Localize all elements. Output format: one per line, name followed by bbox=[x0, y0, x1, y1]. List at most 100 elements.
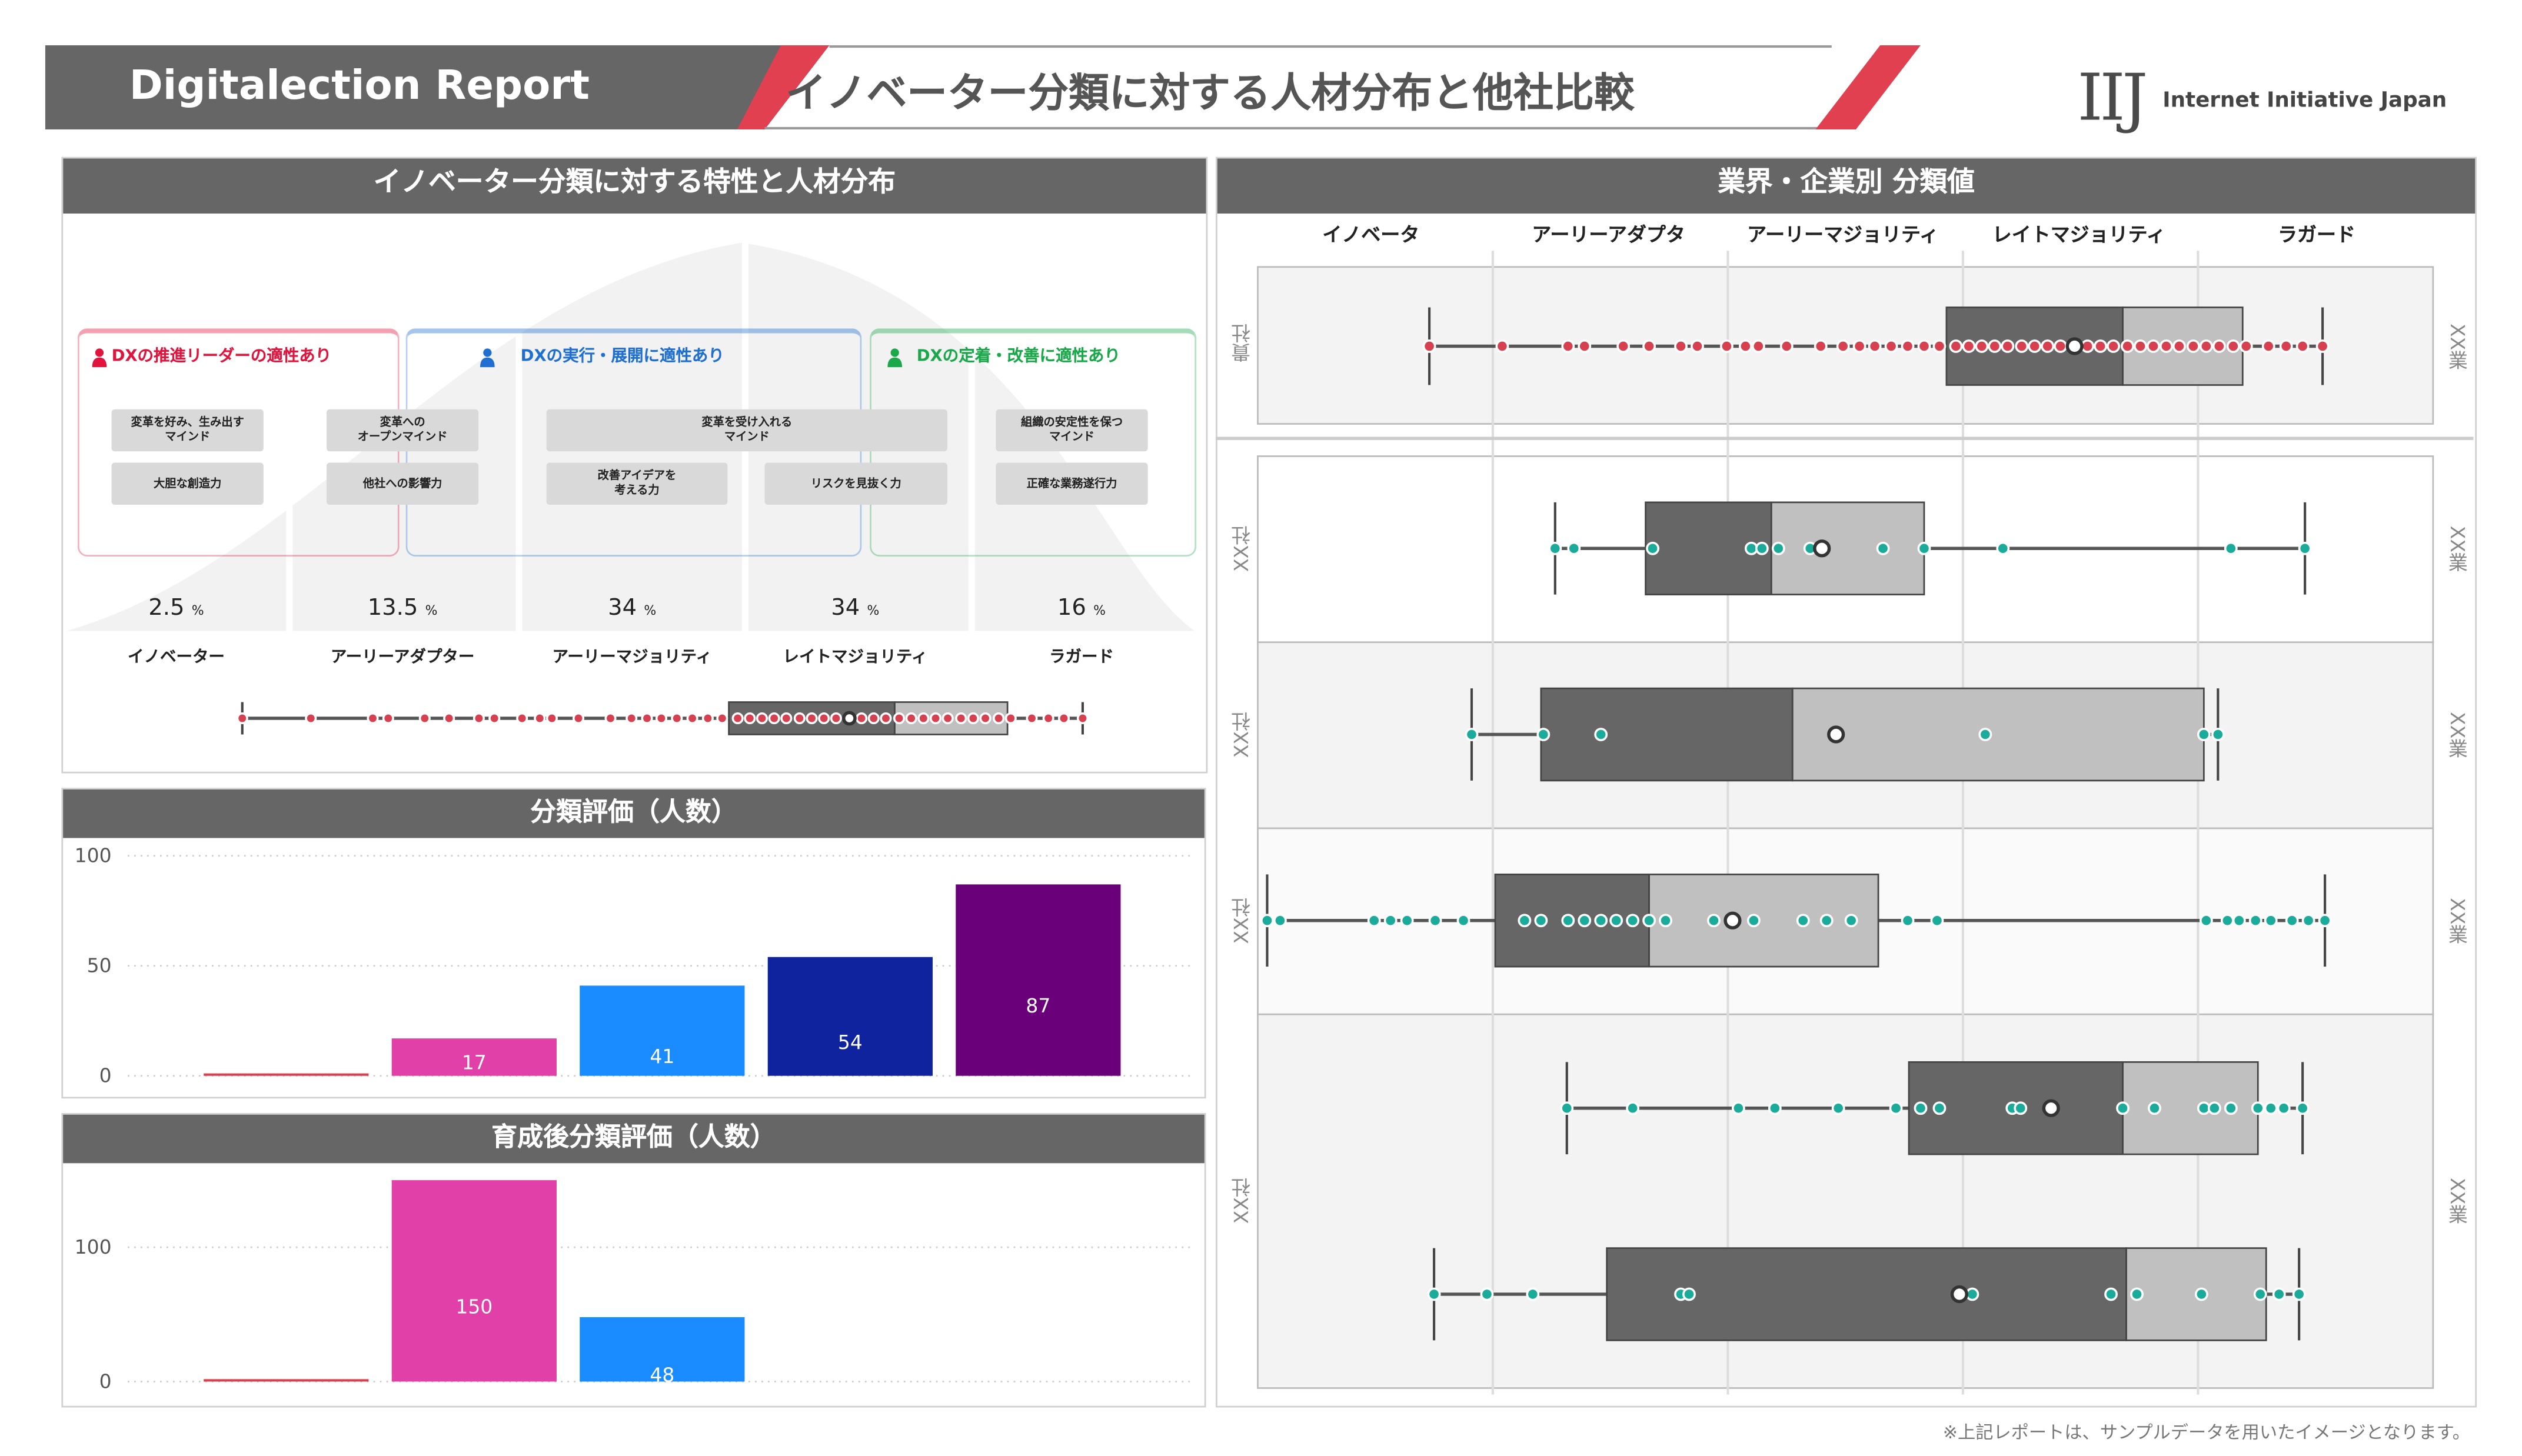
trait-chip: 正確な業務遂行力 bbox=[996, 462, 1148, 505]
segment-percent: 16 % bbox=[984, 595, 1179, 621]
bar bbox=[204, 1379, 369, 1382]
data-point bbox=[955, 712, 967, 725]
data-point bbox=[236, 712, 248, 725]
data-point bbox=[1273, 914, 1287, 928]
segment-percent: 13.5 % bbox=[305, 595, 500, 621]
data-point bbox=[830, 712, 842, 725]
trait-chip: 改善アイデアを 考える力 bbox=[546, 462, 728, 505]
data-point bbox=[1626, 914, 1640, 928]
data-point bbox=[917, 712, 930, 725]
y-tick-label: 100 bbox=[75, 844, 112, 867]
data-point bbox=[2116, 1101, 2130, 1115]
data-point bbox=[1949, 339, 1963, 353]
percent-unit: % bbox=[644, 603, 657, 618]
data-point bbox=[2194, 1287, 2208, 1301]
data-point bbox=[1422, 339, 1436, 353]
data-point bbox=[2315, 339, 2330, 353]
data-point bbox=[2248, 914, 2263, 928]
bar bbox=[391, 1038, 557, 1076]
data-point bbox=[1659, 914, 1672, 928]
box-upper bbox=[1648, 874, 1879, 968]
data-point bbox=[1932, 339, 1947, 353]
data-point bbox=[1682, 1287, 1696, 1301]
distribution-title: イノベーター分類に対する特性と人材分布 bbox=[63, 158, 1206, 214]
data-point bbox=[1962, 339, 1976, 353]
bar-value-label: 41 bbox=[650, 1045, 674, 1068]
data-point bbox=[1975, 339, 1989, 353]
bar-value-label: 48 bbox=[650, 1364, 674, 1387]
data-point bbox=[1495, 339, 1509, 353]
data-point bbox=[756, 712, 768, 725]
footer-note: ※上記レポートは、サンプルデータを用いたイメージとなります。 bbox=[1942, 1422, 2471, 1443]
data-point bbox=[1884, 339, 1898, 353]
data-point bbox=[2239, 339, 2253, 353]
data-point bbox=[1852, 339, 1866, 353]
data-point bbox=[806, 712, 818, 725]
data-point bbox=[1868, 339, 1882, 353]
data-point bbox=[2148, 1101, 2161, 1115]
data-point bbox=[1978, 728, 1992, 741]
data-point bbox=[2318, 914, 2332, 928]
bar bbox=[391, 1180, 557, 1382]
industry-title: 業界・企業別 分類値 bbox=[1217, 158, 2476, 214]
row-label-company: 貴社 bbox=[1230, 324, 1253, 362]
data-point bbox=[1642, 339, 1656, 353]
row-label-industry: XX業 bbox=[2446, 1178, 2469, 1224]
data-point bbox=[1707, 914, 1721, 928]
data-point bbox=[1930, 914, 1944, 928]
data-point bbox=[686, 712, 698, 725]
data-point bbox=[1771, 541, 1785, 555]
data-point bbox=[2107, 339, 2120, 353]
data-point bbox=[1578, 914, 1592, 928]
data-point bbox=[1889, 1101, 1903, 1115]
data-point bbox=[1642, 914, 1656, 928]
trait-chip: 組織の安定性を保つ マインド bbox=[996, 409, 1148, 452]
data-point bbox=[780, 712, 793, 725]
box-upper bbox=[1791, 687, 2205, 782]
data-point bbox=[929, 712, 942, 725]
data-point bbox=[1561, 339, 1575, 353]
segment-label: アーリーマジョリティ bbox=[552, 648, 712, 667]
data-point bbox=[1518, 914, 1532, 928]
data-point bbox=[2160, 339, 2173, 353]
mean-marker bbox=[1827, 725, 1845, 744]
y-tick-label: 50 bbox=[87, 954, 112, 977]
data-point bbox=[1996, 541, 2010, 555]
person-red-icon bbox=[92, 343, 107, 368]
data-point bbox=[1901, 339, 1915, 353]
trait-chip: 変革への オープンマインド bbox=[326, 409, 479, 452]
data-point bbox=[1917, 541, 1931, 555]
bar bbox=[767, 957, 933, 1076]
industry-boxplot bbox=[1216, 251, 2474, 1395]
percent-value: 34 bbox=[831, 595, 860, 621]
data-point bbox=[443, 712, 455, 725]
data-point bbox=[716, 712, 728, 725]
data-point bbox=[880, 712, 892, 725]
row-label-industry: XX業 bbox=[2446, 898, 2469, 944]
percent-unit: % bbox=[1093, 603, 1106, 618]
data-point bbox=[2264, 914, 2278, 928]
row-label-industry: XX業 bbox=[2446, 525, 2469, 572]
group-label: DXの定着・改善に適性あり bbox=[916, 348, 1120, 366]
data-point bbox=[2104, 1287, 2118, 1301]
data-point bbox=[2224, 541, 2238, 555]
column-header: レイトマジョリティ bbox=[1992, 223, 2166, 246]
data-point bbox=[744, 712, 756, 725]
data-point bbox=[2226, 339, 2240, 353]
data-point bbox=[1876, 541, 1890, 555]
percent-unit: % bbox=[425, 603, 438, 618]
data-point bbox=[1755, 541, 1769, 555]
data-point bbox=[2081, 339, 2095, 353]
data-point bbox=[1427, 1287, 1441, 1301]
data-point bbox=[731, 712, 744, 725]
segment-percent: 34 % bbox=[758, 595, 953, 621]
mean-marker bbox=[2065, 337, 2084, 355]
data-point bbox=[305, 712, 317, 725]
data-point bbox=[1536, 728, 1551, 741]
data-point bbox=[1932, 1101, 1947, 1115]
data-point bbox=[2134, 339, 2147, 353]
data-point bbox=[867, 712, 880, 725]
data-point bbox=[1626, 1101, 1640, 1115]
